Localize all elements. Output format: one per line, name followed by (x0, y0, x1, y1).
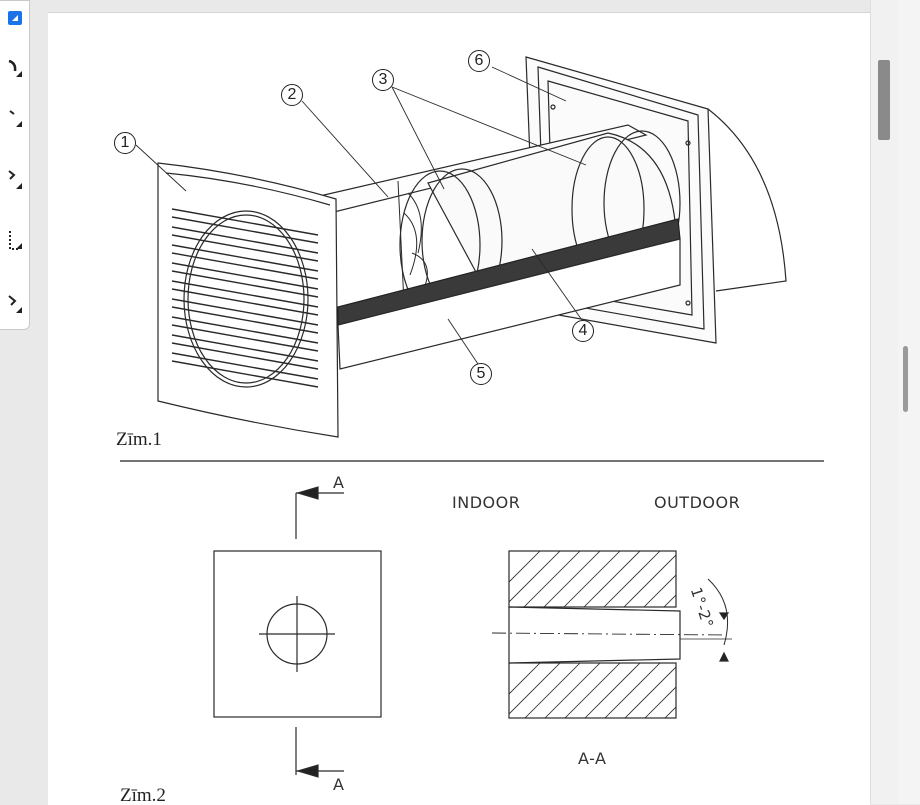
document-page: 1 2 3 4 5 6 Zīm.1 A A INDOOR OUTDOOR A-A… (48, 12, 870, 805)
tool-2-icon[interactable] (6, 55, 24, 81)
callout-1: 1 (114, 132, 136, 154)
leader-lines (135, 66, 587, 368)
scrollbar-thumb[interactable] (878, 60, 890, 140)
callout-2: 2 (281, 84, 303, 106)
tool-6-icon[interactable] (6, 291, 24, 317)
resize-handle[interactable] (903, 346, 908, 412)
callout-3: 3 (372, 69, 394, 91)
section-view (491, 550, 732, 719)
tool-4-icon[interactable] (6, 167, 24, 193)
callout-6: 6 (468, 50, 490, 72)
figure-2-caption: Zīm.2 (120, 785, 166, 805)
section-mark-bottom: A (333, 775, 345, 794)
grille-slats (171, 208, 319, 388)
callout-5: 5 (470, 363, 492, 385)
section-label: A-A (578, 749, 607, 768)
callout-4: 4 (572, 320, 594, 342)
tool-5-icon[interactable] (6, 227, 24, 253)
indoor-label: INDOOR (452, 493, 521, 512)
figure-1-caption: Zīm.1 (116, 429, 162, 450)
section-mark-top: A (333, 473, 345, 492)
tool-rail (0, 0, 30, 330)
bottom-panel (337, 218, 681, 370)
side-panel-edge (898, 0, 920, 804)
tool-3-icon[interactable] (6, 105, 24, 131)
front-view (213, 486, 382, 778)
vertical-scrollbar[interactable] (870, 0, 899, 804)
outdoor-label: OUTDOOR (654, 493, 741, 512)
front-grille (157, 162, 339, 438)
figure-artwork (120, 56, 824, 778)
select-tool-icon[interactable] (6, 7, 24, 33)
